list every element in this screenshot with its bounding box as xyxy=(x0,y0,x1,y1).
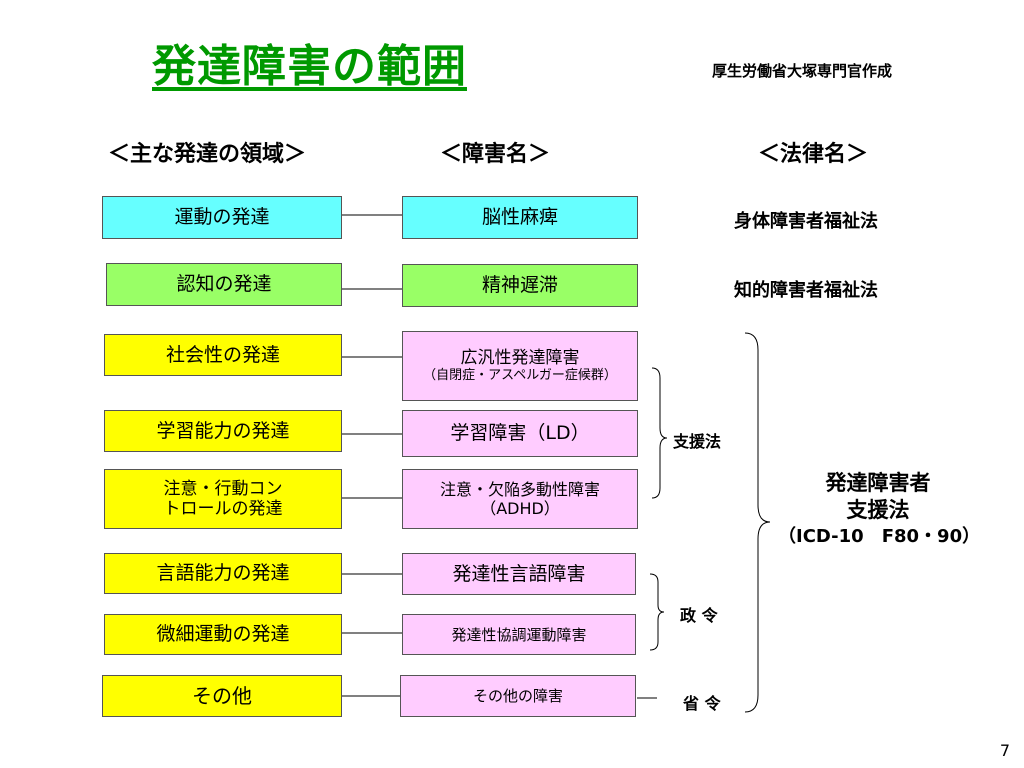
bracket-big-law xyxy=(744,332,771,713)
label-support-law: 支援法 xyxy=(673,432,722,451)
disorder-box-mental-retardation: 精神遅滞 xyxy=(402,264,638,307)
disorder-adhd-line2: （ADHD） xyxy=(480,499,560,518)
disorder-box-language: 発達性言語障害 xyxy=(402,553,636,595)
disorder-box-dcd: 発達性協調運動障害 xyxy=(402,614,636,655)
law-intellectual: 知的障害者福祉法 xyxy=(734,280,878,301)
label-ministerial-order: 省 令 xyxy=(683,694,721,713)
domain-box-language: 言語能力の発達 xyxy=(104,553,342,594)
domain-box-other: その他 xyxy=(102,675,342,717)
big-law-code: （ICD-10 F80・90） xyxy=(778,525,981,547)
author-credit: 厚生労働省大塚専門官作成 xyxy=(712,62,893,80)
disorder-box-adhd: 注意・欠陥多動性障害 （ADHD） xyxy=(402,469,638,529)
disorder-pdd-main: 広汎性発達障害 xyxy=(460,348,580,368)
header-law: ＜法律名＞ xyxy=(758,142,869,167)
domain-attention-line1: 注意・行動コン xyxy=(163,478,283,499)
bracket-support-law xyxy=(651,367,668,499)
disorder-box-ld: 学習障害（LD） xyxy=(402,410,638,457)
label-cabinet-order: 政 令 xyxy=(680,606,718,625)
law-physical: 身体障害者福祉法 xyxy=(734,211,878,232)
page-title: 発達障害の範囲 xyxy=(152,41,467,92)
bracket-cabinet-order xyxy=(649,573,665,651)
domain-box-attention: 注意・行動コン トロールの発達 xyxy=(104,469,342,529)
domain-attention-line2: トロールの発達 xyxy=(163,499,283,519)
law-developmental-disability-support: 発達障害者 支援法 （ICD-10 F80・90） xyxy=(778,470,981,548)
disorder-pdd-sub: （自閉症・アスペルガー症候群） xyxy=(423,368,617,384)
disorder-box-other: その他の障害 xyxy=(400,675,636,717)
page-number: 7 xyxy=(999,741,1010,760)
domain-box-motor: 運動の発達 xyxy=(102,196,342,239)
disorder-box-pdd: 広汎性発達障害 （自閉症・アスペルガー症候群） xyxy=(402,331,638,401)
disorder-box-cerebral-palsy: 脳性麻痺 xyxy=(402,196,638,239)
disorder-adhd-line1: 注意・欠陥多動性障害 xyxy=(439,479,600,499)
header-domain: ＜主な発達の領域＞ xyxy=(108,142,307,167)
domain-box-cognitive: 認知の発達 xyxy=(106,263,342,306)
big-law-line1: 発達障害者 xyxy=(825,471,931,495)
big-law-line2: 支援法 xyxy=(846,498,910,523)
domain-box-fine-motor: 微細運動の発達 xyxy=(104,614,342,655)
domain-box-social: 社会性の発達 xyxy=(104,334,342,376)
header-disorder: ＜障害名＞ xyxy=(440,142,551,167)
domain-box-learning: 学習能力の発達 xyxy=(104,410,342,452)
